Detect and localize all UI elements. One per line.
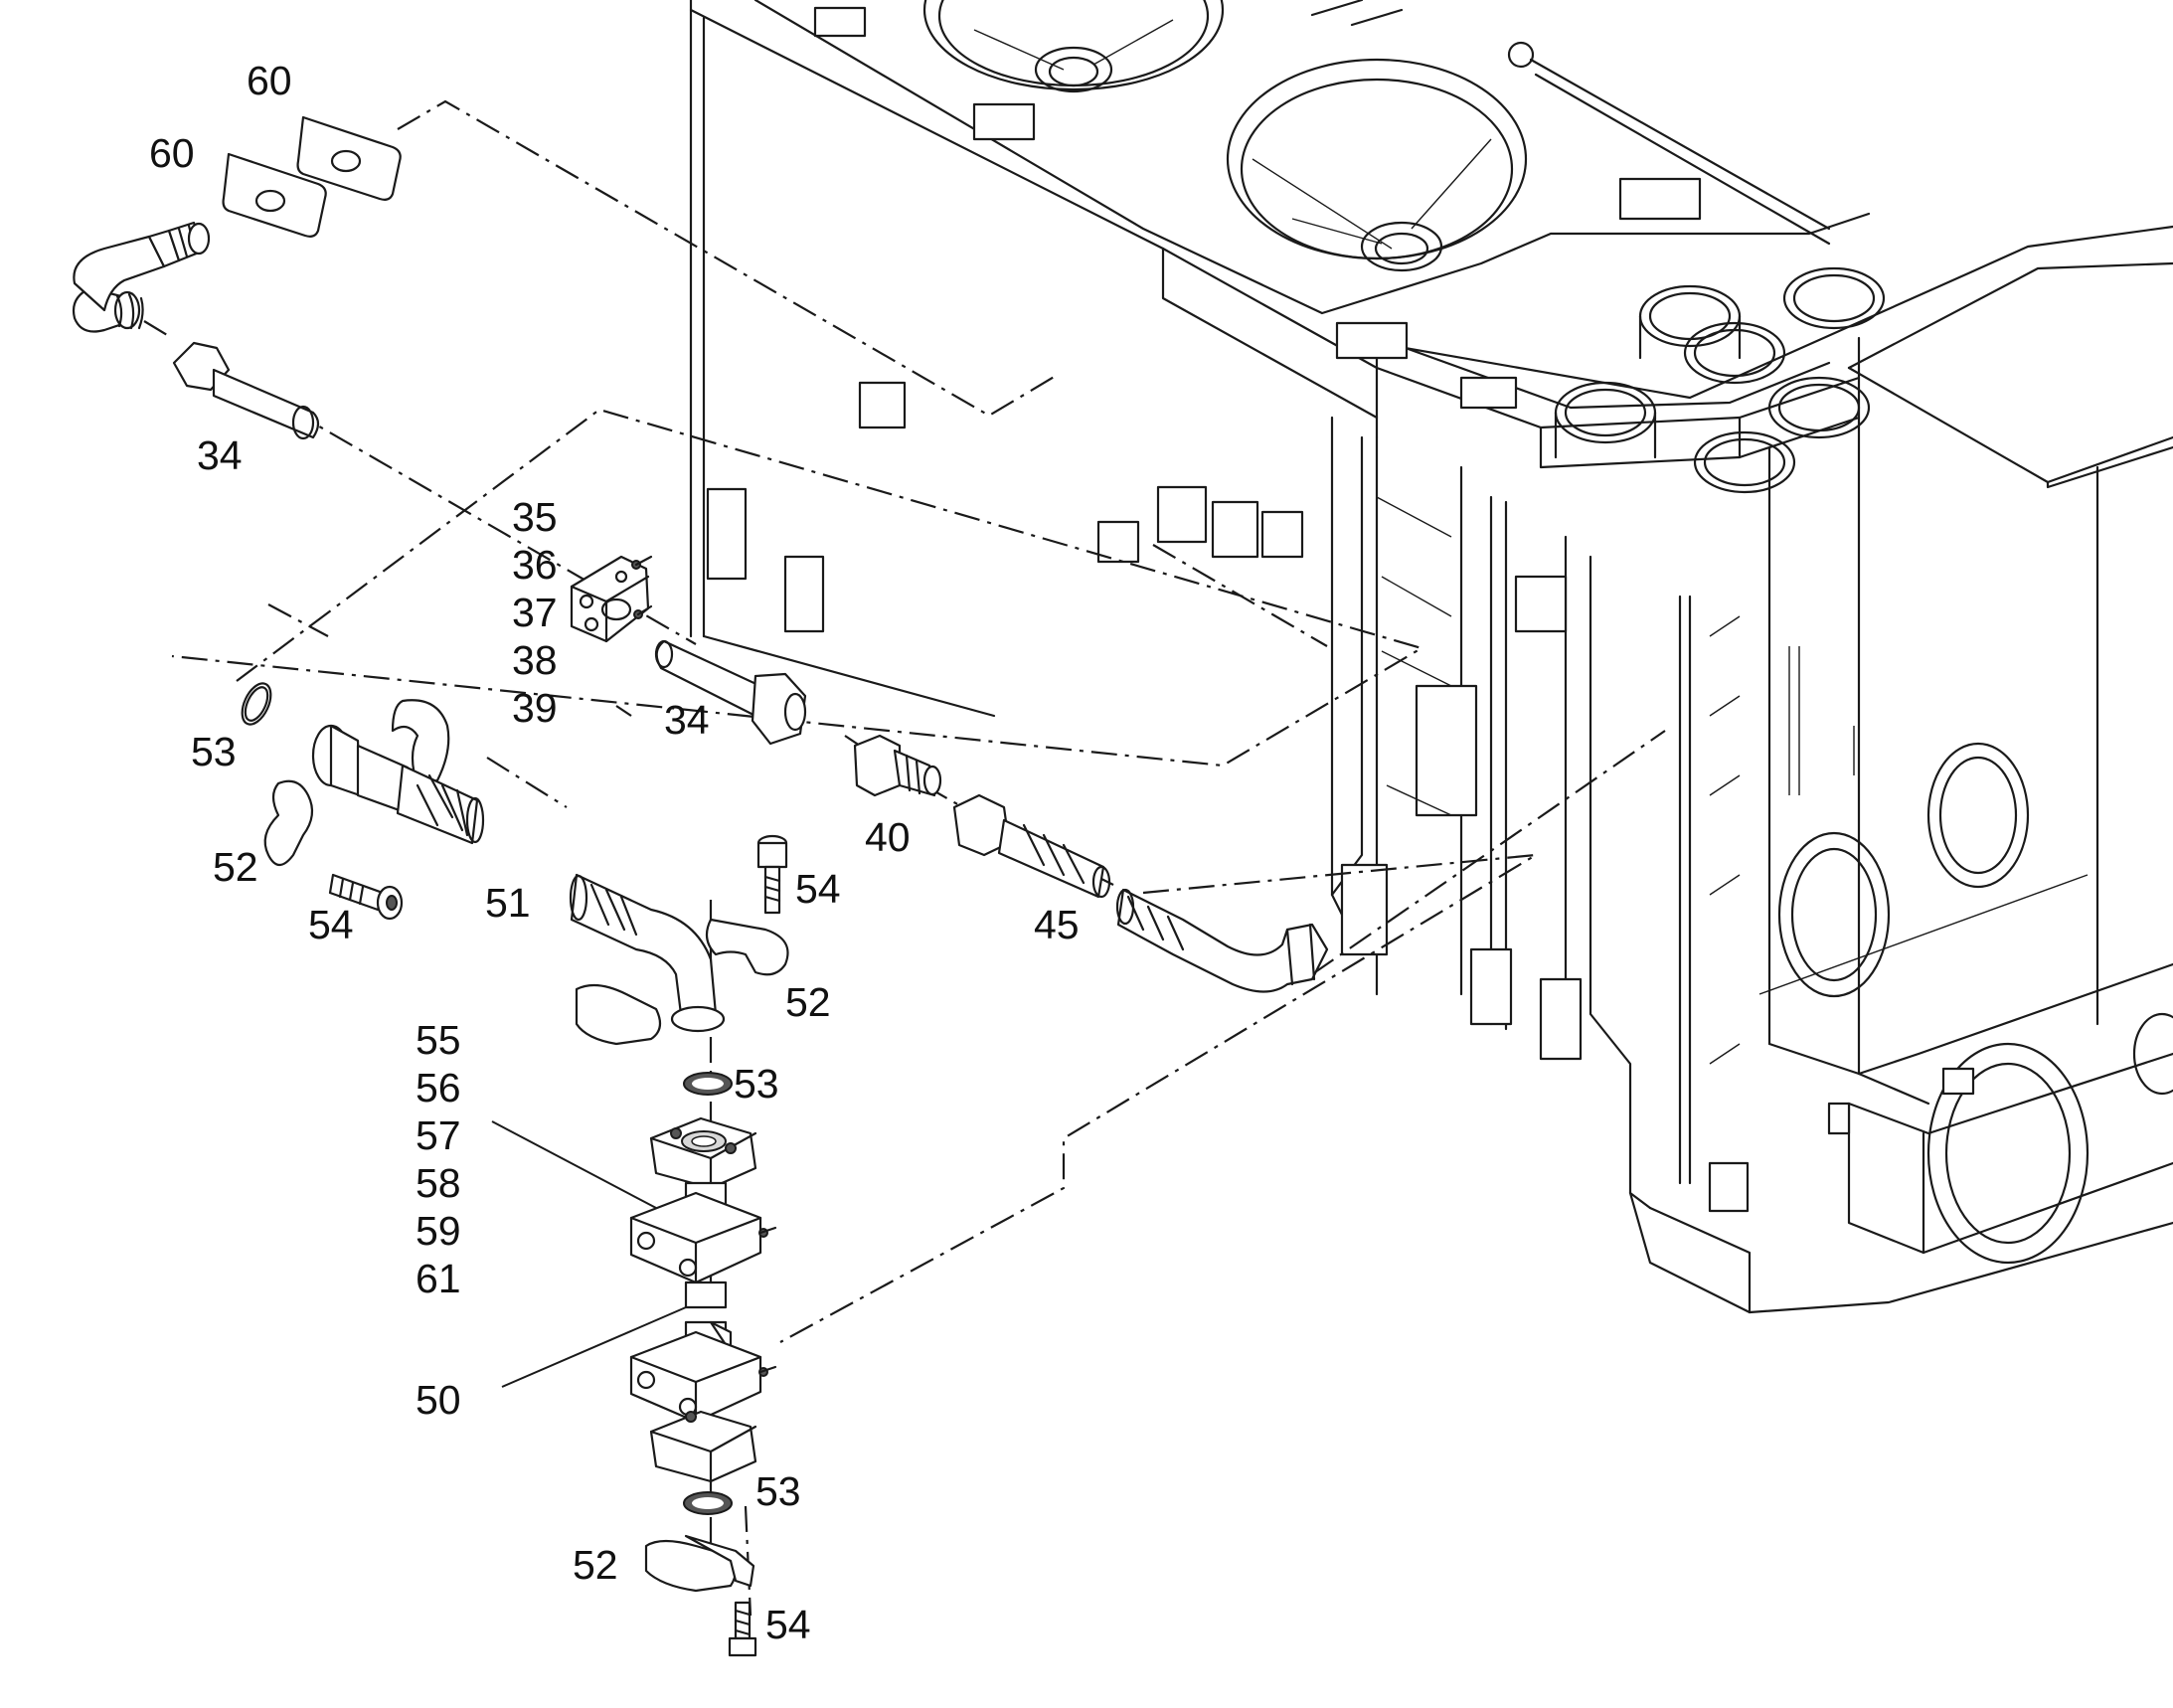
callout-57: 57 xyxy=(416,1112,461,1158)
callout-54-left: 54 xyxy=(308,902,354,947)
part-40-adapter xyxy=(853,734,942,797)
elbow-fitting xyxy=(72,221,211,333)
part-34-tube-upper xyxy=(172,341,320,440)
part-53-ring-upper xyxy=(241,682,272,726)
callout-52-left: 52 xyxy=(213,844,258,890)
part-35-clamp-block xyxy=(570,555,653,643)
leader-lines xyxy=(491,1120,687,1388)
part-53-oring-middle xyxy=(683,1072,733,1096)
part-52-flange-bottom xyxy=(644,1534,755,1593)
callout-58: 58 xyxy=(416,1160,461,1206)
clamp-assembly-lower xyxy=(629,1320,777,1424)
part-54-bolt-upper xyxy=(756,834,788,915)
part-45-hose xyxy=(952,793,1329,993)
machine-housing xyxy=(689,0,2173,1314)
callout-34-lower: 34 xyxy=(664,697,710,743)
callout-51: 51 xyxy=(485,880,531,926)
callout-61: 61 xyxy=(416,1256,461,1301)
callout-53-middle: 53 xyxy=(734,1061,779,1107)
part-60-gasket-lower xyxy=(222,152,327,238)
callout-54-upper: 54 xyxy=(795,866,841,912)
part-52-flange-middle xyxy=(575,918,789,1046)
part-34-tube-lower xyxy=(654,639,807,746)
flange-plate-lower xyxy=(649,1410,757,1483)
callout-52-middle: 52 xyxy=(785,979,831,1025)
clamp-assembly-upper xyxy=(629,1181,777,1309)
callout-labels: 60 60 34 35 36 37 38 39 34 53 52 54 51 5… xyxy=(149,58,1080,1647)
callout-40: 40 xyxy=(865,814,911,860)
callout-36: 36 xyxy=(512,542,558,588)
flange-plate-upper xyxy=(649,1116,757,1190)
callout-37: 37 xyxy=(512,590,558,635)
part-54-bolt-left xyxy=(328,873,404,921)
part-54-bolt-bottom xyxy=(728,1601,757,1657)
callout-52-bottom: 52 xyxy=(573,1542,618,1588)
part-51-hose xyxy=(311,724,726,1033)
part-60-gasket-upper xyxy=(296,115,402,201)
callout-39: 39 xyxy=(512,685,558,731)
part-53-oring-lower xyxy=(683,1491,733,1515)
callout-53-upper: 53 xyxy=(191,729,237,774)
callout-45: 45 xyxy=(1034,902,1080,947)
callout-35: 35 xyxy=(512,494,558,540)
callout-55: 55 xyxy=(416,1017,461,1063)
callout-60-lower: 60 xyxy=(149,130,195,176)
callout-60-upper: 60 xyxy=(247,58,292,103)
callout-38: 38 xyxy=(512,637,558,683)
callout-54-bottom: 54 xyxy=(765,1602,811,1647)
callout-34-upper: 34 xyxy=(197,432,243,478)
callout-53-lower: 53 xyxy=(755,1468,801,1514)
part-52-flange-upper-left xyxy=(263,699,450,867)
callout-56: 56 xyxy=(416,1065,461,1110)
callout-50: 50 xyxy=(416,1377,461,1423)
callout-59: 59 xyxy=(416,1208,461,1254)
